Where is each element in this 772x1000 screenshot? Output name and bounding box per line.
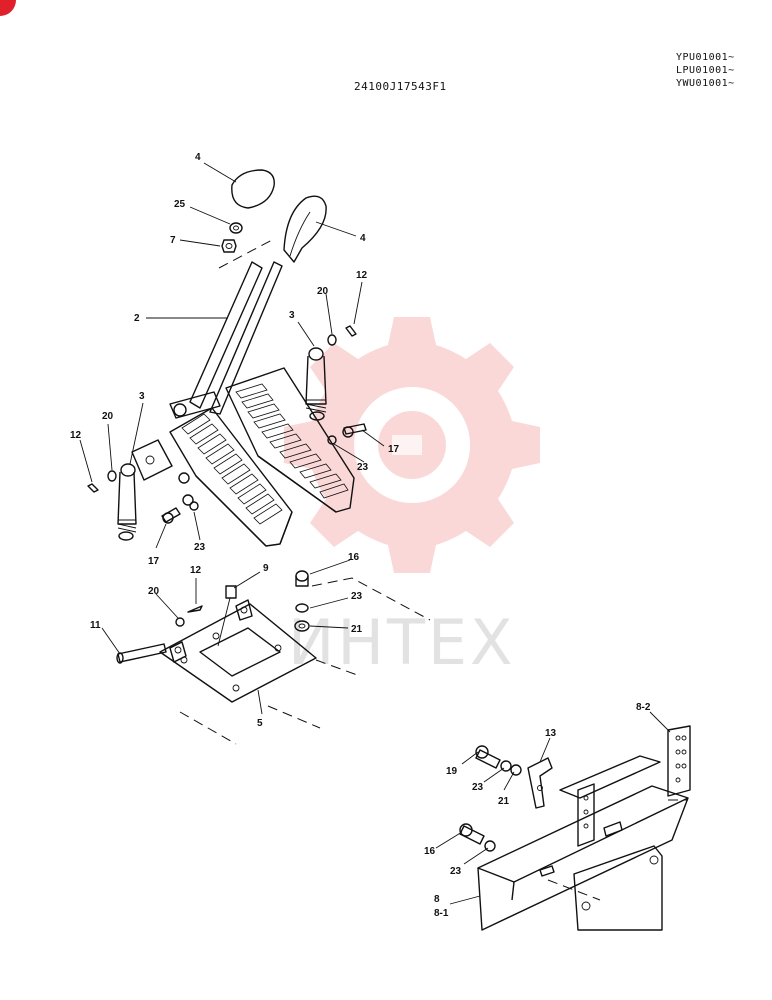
callout-8-2: 8-2 [636,702,651,713]
lever-assembly [87,169,367,547]
callout-4-grip: 4 [360,233,366,244]
callout-12-upper: 12 [356,270,368,281]
callout-23-bracket-lower: 23 [450,866,462,877]
callout-17-right: 17 [388,444,400,455]
callout-25: 25 [174,199,186,210]
callout-9: 9 [263,563,269,574]
callout-20-plate: 20 [148,586,160,597]
callout-5: 5 [257,718,263,729]
callout-17-left: 17 [148,556,160,567]
callout-21-bracket: 21 [498,796,510,807]
callout-12-left: 12 [70,430,82,441]
callout-13: 13 [545,728,557,739]
watermark-text: ИНТЕХ [288,606,516,679]
callout-4-knob: 4 [195,152,201,163]
callout-20-upper: 20 [317,286,329,297]
callout-23-bracket-upper: 23 [472,782,484,793]
callout-8-1: 8-1 [434,908,449,919]
callout-3-left: 3 [139,391,145,402]
callout-16-bracket: 16 [424,846,436,857]
callout-11: 11 [90,620,101,631]
callout-23-right: 23 [357,462,369,473]
leader-lines [79,162,671,905]
callout-19: 19 [446,766,458,777]
corner-mark [0,0,16,16]
callout-20-left: 20 [102,411,114,422]
callout-3-right: 3 [289,310,295,321]
drawing-number: 24100J17543F1 [354,80,447,93]
callout-23-left: 23 [194,542,206,553]
callout-8: 8 [434,894,440,905]
base-plate-assembly [116,570,431,745]
callout-2: 2 [134,313,140,324]
callout-7: 7 [170,235,176,246]
callout-21-plate: 21 [351,624,363,635]
callout-23-plate: 23 [351,591,363,602]
callout-labels: 4 25 7 4 12 20 2 3 3 20 12 17 23 17 23 1… [70,152,651,919]
serial-range-1: YPU01001~ [676,52,735,63]
serial-range-2: LPU01001~ [676,65,735,76]
mount-bracket-assembly [459,725,691,931]
callout-16-plate: 16 [348,552,360,563]
serial-range-3: YWU01001~ [676,78,735,89]
callout-12-plate: 12 [190,565,202,576]
